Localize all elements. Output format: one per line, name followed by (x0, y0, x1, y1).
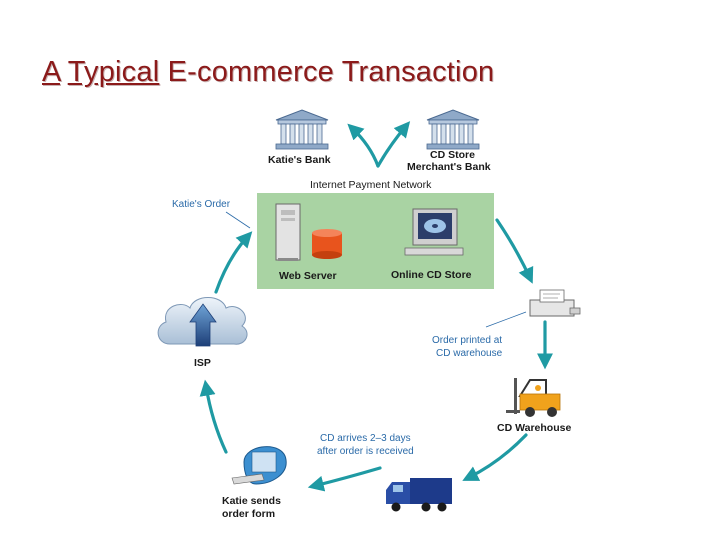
cd-store-computer-icon (404, 208, 464, 256)
merchant-bank-icon (426, 109, 480, 150)
arrow-warehouse-to-truck (462, 433, 528, 481)
delivery-truck-icon (386, 478, 452, 512)
slide-title: A Typical E-commerce Transaction (42, 56, 494, 89)
internet-payment-network-label: Internet Payment Network (310, 179, 432, 191)
arrow-to-bank (347, 123, 380, 168)
cd-warehouse-label: CD Warehouse (497, 422, 571, 434)
printer-icon (529, 289, 581, 317)
arrow-isp-to-store (214, 231, 253, 294)
katies-order-leader (225, 211, 251, 229)
order-printed-line1: Order printed at (432, 335, 502, 346)
database-icon (312, 229, 342, 259)
order-printed-line2: CD warehouse (436, 348, 503, 359)
isp-label: ISP (194, 357, 211, 369)
arrow-truck-to-katie (307, 466, 382, 492)
arrow-store-to-printer (495, 218, 534, 284)
arrow-katie-to-isp (199, 379, 228, 454)
katie-sends-line2: order form (222, 508, 275, 520)
cd-arrives-line2: after order is received (317, 446, 414, 457)
katie-computer-icon (231, 446, 287, 485)
web-server-label: Web Server (279, 270, 337, 282)
cd-arrives-line1: CD arrives 2–3 days (320, 433, 411, 444)
forklift-icon (506, 378, 561, 417)
merchants-bank-label: Merchant's Bank (407, 161, 491, 173)
web-server-icon (275, 203, 301, 261)
cycle-arrows (199, 121, 553, 492)
katies-bank-label: Katie's Bank (268, 154, 331, 166)
katie-sends-line1: Katie sends (222, 495, 281, 507)
title-word-typical: Typical (67, 56, 160, 88)
katies-order-label: Katie's Order (172, 199, 231, 210)
arrow-from-bank (376, 121, 411, 168)
bank-icon (275, 109, 329, 150)
order-printed-leader (485, 311, 527, 328)
cd-store-label: CD Store (430, 149, 475, 161)
title-rest: E-commerce Transaction (167, 56, 495, 88)
isp-cloud-icon (157, 297, 248, 347)
online-cd-store-label: Online CD Store (391, 269, 472, 281)
title-word-a: A (42, 56, 60, 88)
